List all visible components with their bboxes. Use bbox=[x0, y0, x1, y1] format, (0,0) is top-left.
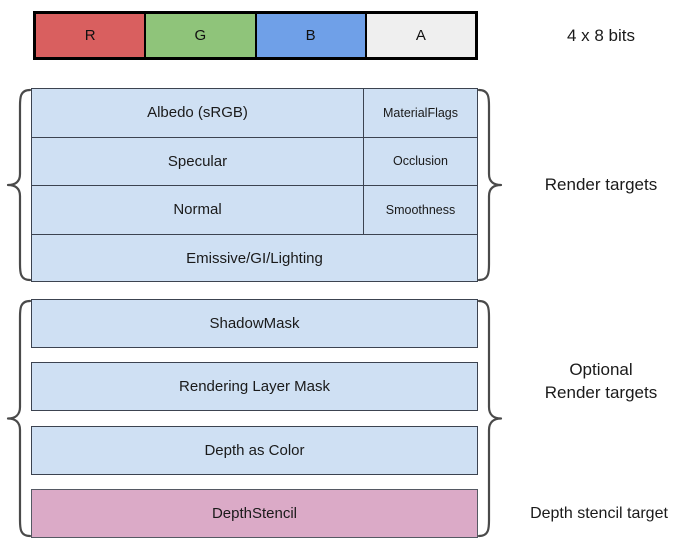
render-target-materialflags: MaterialFlags bbox=[364, 89, 477, 137]
table-row: Normal Smoothness bbox=[32, 186, 477, 235]
bit-layout-caption: 4 x 8 bits bbox=[566, 26, 636, 45]
channel-a: A bbox=[366, 14, 475, 57]
table-row: Emissive/GI/Lighting bbox=[32, 235, 477, 284]
left-brace-render-targets bbox=[6, 88, 32, 282]
depth-stencil-caption: Depth stencil target bbox=[530, 505, 668, 522]
channel-r: R bbox=[36, 14, 147, 57]
optional-target-depth-as-color-label: Depth as Color bbox=[204, 441, 305, 459]
optional-target-depth-as-color: Depth as Color bbox=[31, 426, 478, 475]
channel-b: B bbox=[256, 14, 367, 57]
render-target-specular: Specular bbox=[32, 137, 364, 185]
optional-target-shadowmask-label: ShadowMask bbox=[209, 314, 300, 332]
rgba-channel-bar: R G B A bbox=[33, 11, 478, 60]
render-target-normal: Normal bbox=[32, 186, 364, 234]
channel-b-label: B bbox=[305, 26, 316, 44]
render-target-occlusion: Occlusion bbox=[364, 138, 477, 186]
render-target-specular-label: Specular bbox=[167, 152, 228, 170]
render-targets-table: Albedo (sRGB) MaterialFlags Specular Occ… bbox=[31, 88, 478, 282]
render-target-occlusion-label: Occlusion bbox=[393, 154, 448, 169]
channel-g-label: G bbox=[194, 26, 207, 44]
table-row: Specular Occlusion bbox=[32, 137, 477, 186]
render-target-materialflags-label: MaterialFlags bbox=[382, 105, 459, 120]
optional-target-shadowmask: ShadowMask bbox=[31, 299, 478, 348]
optional-render-targets-caption: Optional Render targets bbox=[544, 360, 658, 402]
render-target-smoothness: Smoothness bbox=[364, 186, 477, 234]
optional-target-rendering-layer-mask-label: Rendering Layer Mask bbox=[179, 377, 330, 395]
right-brace-render-targets bbox=[477, 88, 503, 282]
channel-r-label: R bbox=[84, 26, 96, 44]
render-target-emissive-label: Emissive/GI/Lighting bbox=[186, 250, 323, 268]
table-row: Albedo (sRGB) MaterialFlags bbox=[32, 89, 477, 138]
render-target-smoothness-label: Smoothness bbox=[385, 202, 456, 217]
depth-stencil-label: DepthStencil bbox=[211, 504, 298, 522]
render-targets-caption: Render targets bbox=[544, 175, 658, 194]
render-target-albedo: Albedo (sRGB) bbox=[32, 89, 364, 137]
channel-a-label: A bbox=[415, 26, 426, 44]
right-brace-optional-targets bbox=[477, 299, 503, 538]
render-target-emissive: Emissive/GI/Lighting bbox=[32, 235, 477, 284]
left-brace-optional-targets bbox=[6, 299, 32, 538]
render-target-normal-label: Normal bbox=[173, 201, 222, 219]
channel-g: G bbox=[146, 14, 257, 57]
depth-stencil-box: DepthStencil bbox=[31, 489, 478, 538]
optional-target-rendering-layer-mask: Rendering Layer Mask bbox=[31, 362, 478, 411]
render-target-albedo-label: Albedo (sRGB) bbox=[147, 104, 248, 122]
